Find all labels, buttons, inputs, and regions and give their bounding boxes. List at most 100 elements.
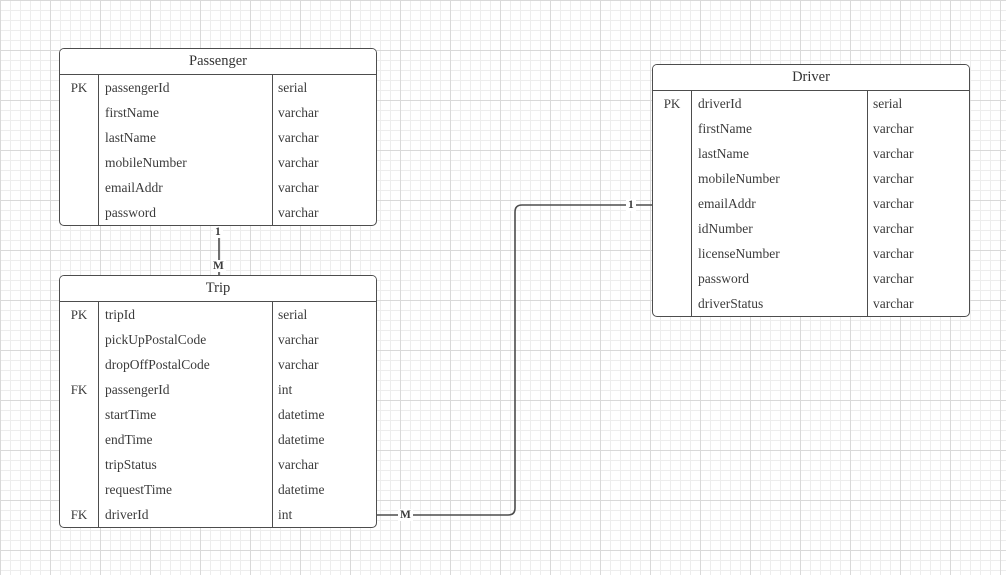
- key-cell: [653, 141, 692, 166]
- entity-trip-title: Trip: [60, 276, 376, 302]
- type-cell: varchar: [873, 121, 914, 136]
- entity-driver[interactable]: Driver PK driverId serial firstName varc…: [652, 64, 970, 317]
- name-cell: endTime: [99, 427, 273, 452]
- table-row[interactable]: FK passengerId int: [60, 377, 376, 402]
- table-row[interactable]: lastName varchar: [60, 125, 376, 150]
- type-cell: int: [278, 382, 293, 397]
- name-cell: passengerId: [99, 377, 273, 402]
- name-cell: driverId: [692, 91, 868, 116]
- key-cell: FK: [60, 377, 99, 402]
- cardinality-trip-driver-many: M: [398, 509, 413, 521]
- type-cell: varchar: [278, 105, 319, 120]
- type-cell: serial: [278, 307, 308, 322]
- type-cell: varchar: [278, 155, 319, 170]
- type-cell: varchar: [278, 130, 319, 145]
- cardinality-passenger-trip-one: 1: [213, 226, 223, 238]
- name-cell: startTime: [99, 402, 273, 427]
- entity-passenger[interactable]: Passenger PK passengerId serial firstNam…: [59, 48, 377, 226]
- name-cell: emailAddr: [99, 175, 273, 200]
- key-cell: FK: [60, 502, 99, 527]
- type-cell: varchar: [873, 171, 914, 186]
- table-row[interactable]: password varchar: [653, 266, 969, 291]
- key-cell: [653, 266, 692, 291]
- entity-driver-title: Driver: [653, 65, 969, 91]
- type-cell: datetime: [278, 407, 325, 422]
- table-row[interactable]: emailAddr varchar: [653, 191, 969, 216]
- type-cell: serial: [278, 80, 308, 95]
- table-row[interactable]: licenseNumber varchar: [653, 241, 969, 266]
- cardinality-trip-driver-one: 1: [626, 199, 636, 211]
- type-cell: serial: [873, 96, 903, 111]
- type-cell: varchar: [873, 146, 914, 161]
- type-cell: varchar: [873, 246, 914, 261]
- type-cell: varchar: [873, 296, 914, 311]
- entity-trip[interactable]: Trip PK tripId serial pickUpPostalCode v…: [59, 275, 377, 528]
- key-cell: [60, 100, 99, 125]
- cardinality-passenger-trip-many: M: [211, 260, 226, 272]
- table-row[interactable]: PK driverId serial: [653, 91, 969, 116]
- type-cell: datetime: [278, 432, 325, 447]
- key-cell: [60, 125, 99, 150]
- table-row[interactable]: FK driverId int: [60, 502, 376, 527]
- name-cell: driverId: [99, 502, 273, 527]
- key-cell: PK: [60, 302, 99, 327]
- table-row[interactable]: firstName varchar: [60, 100, 376, 125]
- type-cell: int: [278, 507, 293, 522]
- table-row[interactable]: lastName varchar: [653, 141, 969, 166]
- key-cell: [653, 116, 692, 141]
- key-cell: [60, 175, 99, 200]
- key-cell: [653, 166, 692, 191]
- type-cell: varchar: [278, 180, 319, 195]
- key-cell: [653, 241, 692, 266]
- type-cell: varchar: [278, 457, 319, 472]
- name-cell: dropOffPostalCode: [99, 352, 273, 377]
- name-cell: password: [99, 200, 273, 225]
- table-row[interactable]: password varchar: [60, 200, 376, 225]
- name-cell: passengerId: [99, 75, 273, 100]
- table-row[interactable]: tripStatus varchar: [60, 452, 376, 477]
- type-cell: varchar: [278, 205, 319, 220]
- name-cell: mobileNumber: [99, 150, 273, 175]
- table-row[interactable]: PK passengerId serial: [60, 75, 376, 100]
- name-cell: tripStatus: [99, 452, 273, 477]
- table-row[interactable]: requestTime datetime: [60, 477, 376, 502]
- name-cell: driverStatus: [692, 291, 868, 316]
- name-cell: tripId: [99, 302, 273, 327]
- key-cell: [60, 452, 99, 477]
- name-cell: emailAddr: [692, 191, 868, 216]
- name-cell: password: [692, 266, 868, 291]
- name-cell: lastName: [692, 141, 868, 166]
- key-cell: PK: [60, 75, 99, 100]
- type-cell: varchar: [873, 271, 914, 286]
- connector-trip-driver: [377, 204, 652, 516]
- type-cell: varchar: [873, 221, 914, 236]
- table-row[interactable]: pickUpPostalCode varchar: [60, 327, 376, 352]
- name-cell: mobileNumber: [692, 166, 868, 191]
- key-cell: [653, 216, 692, 241]
- key-cell: [60, 402, 99, 427]
- table-row[interactable]: firstName varchar: [653, 116, 969, 141]
- table-row[interactable]: mobileNumber varchar: [653, 166, 969, 191]
- table-row[interactable]: idNumber varchar: [653, 216, 969, 241]
- key-cell: [60, 200, 99, 225]
- table-row[interactable]: endTime datetime: [60, 427, 376, 452]
- key-cell: [60, 427, 99, 452]
- table-row[interactable]: emailAddr varchar: [60, 175, 376, 200]
- name-cell: requestTime: [99, 477, 273, 502]
- table-row[interactable]: driverStatus varchar: [653, 291, 969, 316]
- name-cell: firstName: [99, 100, 273, 125]
- table-row[interactable]: mobileNumber varchar: [60, 150, 376, 175]
- name-cell: pickUpPostalCode: [99, 327, 273, 352]
- name-cell: lastName: [99, 125, 273, 150]
- name-cell: firstName: [692, 116, 868, 141]
- type-cell: varchar: [873, 196, 914, 211]
- type-cell: datetime: [278, 482, 325, 497]
- table-row[interactable]: startTime datetime: [60, 402, 376, 427]
- table-row[interactable]: PK tripId serial: [60, 302, 376, 327]
- type-cell: varchar: [278, 357, 319, 372]
- name-cell: licenseNumber: [692, 241, 868, 266]
- table-row[interactable]: dropOffPostalCode varchar: [60, 352, 376, 377]
- key-cell: [653, 191, 692, 216]
- key-cell: [60, 327, 99, 352]
